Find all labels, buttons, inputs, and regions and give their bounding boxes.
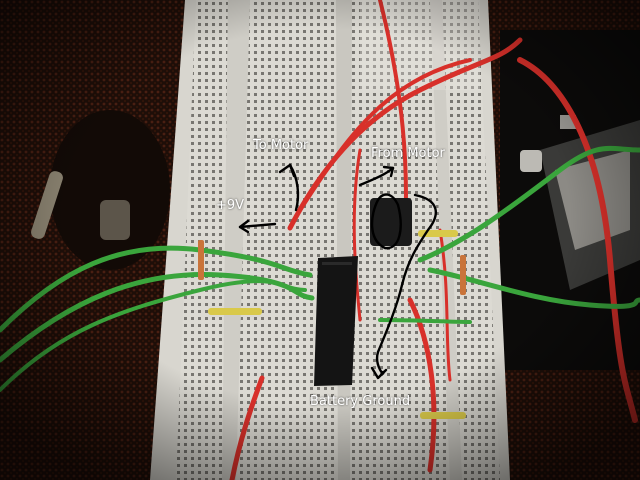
from-motor-label: From Motor [371,146,445,161]
to-motor-label: To Motor [253,138,309,153]
plus-9v-label: +9V [216,198,245,213]
battery-ground-label: Battery Ground [310,394,411,409]
